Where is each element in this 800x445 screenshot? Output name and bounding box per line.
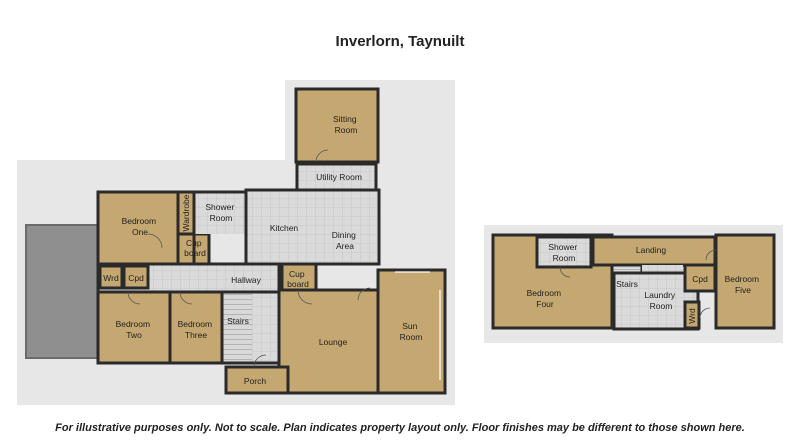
bedroom-three (170, 292, 222, 363)
wrd-1 (100, 266, 122, 288)
label-utility-room: Utility Room (316, 172, 362, 182)
label-hallway: Hallway (231, 275, 262, 285)
bedroom-two (98, 292, 170, 363)
label-bedroom-two: Bedroom Two (116, 319, 153, 340)
bedroom-five (716, 235, 774, 328)
label-shower-room-2: Shower Room (548, 242, 579, 263)
label-bedroom-four: Bedroom Four (527, 288, 564, 309)
ground-floor (17, 80, 455, 405)
label-cpd-2: Cpd (692, 274, 708, 284)
label-cupboard-1: Cup board (184, 238, 206, 258)
label-bedroom-three: Bedroom Three (178, 319, 215, 340)
label-sun-room: Sun Room (400, 321, 423, 342)
lounge (279, 290, 378, 393)
garage (25, 224, 99, 359)
sitting-room (296, 89, 378, 162)
label-stairs-2: Stairs (616, 279, 638, 289)
cpd-2 (685, 265, 715, 291)
bedroom-one (98, 192, 178, 264)
label-bedroom-five: Bedroom Five (725, 274, 762, 295)
shower-room-2 (537, 237, 591, 267)
shower-room-1 (194, 192, 246, 234)
wrd-2 (685, 302, 699, 328)
label-cpd-1: Cpd (128, 273, 144, 283)
plan-title: Inverlorn, Taynuilt (335, 33, 465, 50)
label-sitting-room: Sitting Room (333, 114, 359, 135)
label-stairs-1: Stairs (227, 316, 249, 326)
ground-floor-labels: Sitting Room Utility Room Bedroom One Wa… (103, 114, 422, 386)
label-wardrobe: Wardrobe (181, 194, 191, 231)
porch (226, 367, 288, 393)
label-cupboard-2: Cup board (287, 269, 309, 289)
disclaimer-text: For illustrative purposes only. Not to s… (55, 422, 745, 434)
utility-room (297, 164, 376, 190)
label-porch: Porch (244, 376, 266, 386)
landing (593, 237, 715, 265)
first-floor-labels: Shower Room Landing Bedroom Four Stairs … (527, 242, 762, 324)
sun-room (378, 270, 445, 393)
first-floor (484, 225, 783, 343)
cpd-1 (124, 266, 148, 288)
hallway-stairs (222, 292, 252, 362)
label-bedroom-one: Bedroom One (122, 216, 159, 237)
label-landing: Landing (636, 245, 667, 255)
label-dining-area: Dining Area (332, 230, 358, 251)
label-wrd-1: Wrd (103, 273, 119, 283)
label-wrd-2: Wrd (687, 308, 697, 324)
wardrobe (178, 192, 194, 234)
label-laundry-room: Laundry Room (644, 290, 677, 311)
label-shower-room: Shower Room (205, 202, 236, 223)
label-lounge: Lounge (319, 337, 348, 347)
landing-tile (642, 265, 683, 273)
label-kitchen: Kitchen (270, 223, 299, 233)
kitchen-dining (246, 190, 379, 264)
